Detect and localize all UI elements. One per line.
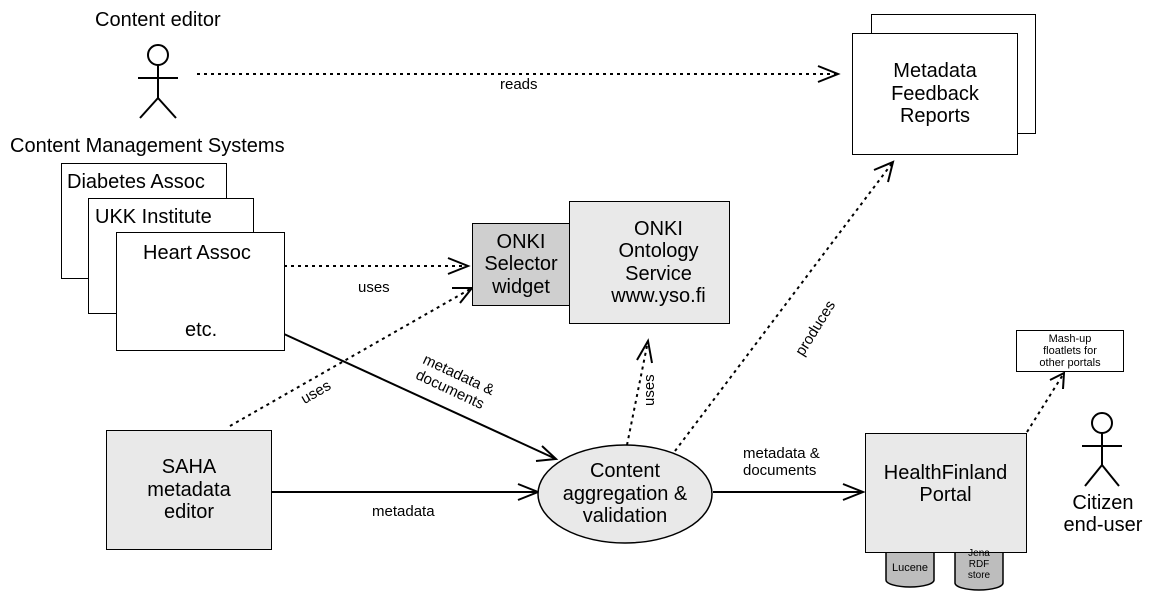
aggregation-line3: validation [582,505,668,528]
cms-heart-box: Heart Assoc etc. [116,232,285,351]
onki-selector-line3: widget [492,275,550,298]
onki-selector-widget: ONKI Selector widget [472,223,570,306]
aggregation-label: Content aggregation & validation [538,447,712,541]
citizen-label: Citizen end-user [1057,492,1149,537]
cms-heart-label: Heart Assoc [143,242,251,264]
onki-service-url: www.yso.fi [611,284,706,307]
metadata-label: metadata [372,503,435,520]
lucene-label: Lucene [891,562,929,574]
citizen-figure [1082,412,1122,487]
onki-service-line3: Service [625,262,692,285]
mashup-line1: Mash-up [1048,332,1092,345]
content-editor-figure [138,44,178,119]
cms-diabetes-label: Diabetes Assoc [67,171,205,193]
produces-arrow [674,161,894,452]
cms-title: Content Management Systems [10,135,285,157]
feedback-line2: Feedback [891,82,979,105]
metadata-docs-label-2: metadata & documents [743,445,820,480]
cms-etc-label: etc. [185,319,218,341]
onki-selector-line2: Selector [484,253,558,276]
mashup-floatlets-box: Mash-up floatlets for other portals [1016,330,1124,372]
aggregation-line2: aggregation & [562,482,688,505]
jena-line2: RDF [968,559,990,571]
jena-line1: Jena [968,548,990,559]
healthfinland-portal-box: HealthFinland Portal [865,433,1027,553]
citizen-line2: end-user [1063,514,1143,537]
mashup-line2: floatlets for [1043,344,1097,357]
saha-editor-box: SAHA metadata editor [106,430,272,550]
feedback-line1: Metadata [893,60,977,83]
reads-label: reads [500,76,538,93]
uses-agg-label: uses [641,374,658,406]
portal-title: HealthFinland Portal [866,462,1025,507]
jena-label: Jena RDF store [956,548,1002,582]
uses-saha-arrow [229,287,473,427]
feedback-line3: Reports [899,105,971,128]
saha-line3: editor [163,501,215,524]
feedback-reports-box: Metadata Feedback Reports [852,33,1018,155]
mashup-arrow [1026,372,1065,433]
metadata-docs-arrow-1 [283,333,557,460]
onki-service-box: ONKI Ontology Service www.yso.fi [569,201,730,324]
jena-line3: store [967,570,991,582]
metadata-docs-2a: metadata & [743,445,820,462]
cms-ukk-label: UKK Institute [95,206,212,228]
metadata-docs-2b: documents [743,461,817,479]
onki-service-line1: ONKI [634,217,683,240]
citizen-line1: Citizen [1072,492,1134,514]
onki-service-line2: Ontology [618,240,699,263]
saha-line2: metadata [147,478,231,501]
saha-line1: SAHA [161,456,217,479]
aggregation-ellipse [537,444,713,544]
content-editor-label: Content editor [95,9,221,31]
aggregation-line1: Content [589,460,661,483]
uses-cms-label: uses [358,279,390,296]
onki-selector-line1: ONKI [496,230,546,253]
portal-line2: Portal [919,484,972,507]
portal-line1: HealthFinland [883,462,1008,484]
mashup-line3: other portals [1039,357,1101,370]
